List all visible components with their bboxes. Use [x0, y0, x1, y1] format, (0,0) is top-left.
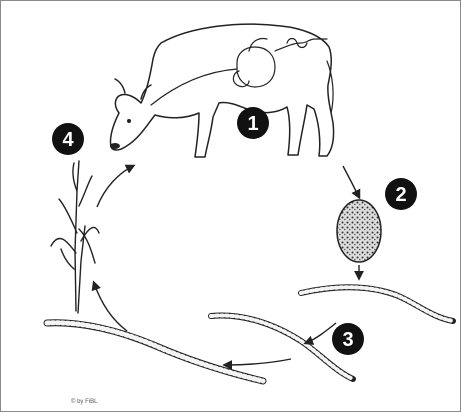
svg-text:4: 4 — [62, 129, 74, 151]
step-marker-4: 4 — [52, 123, 84, 155]
step-marker-3: 3 — [332, 323, 364, 355]
step-marker-1: 1 — [237, 107, 269, 139]
copyright-credit: © by FiBL — [71, 399, 97, 405]
svg-text:3: 3 — [342, 329, 353, 351]
cow-drawing — [110, 24, 334, 157]
svg-text:2: 2 — [395, 184, 406, 206]
grass-drawing — [51, 161, 99, 313]
larva-stage-1 — [301, 287, 453, 321]
egg-drawing — [337, 200, 381, 262]
larva-stage-3 — [47, 323, 263, 381]
svg-text:1: 1 — [247, 113, 258, 135]
step-marker-2: 2 — [385, 178, 417, 210]
